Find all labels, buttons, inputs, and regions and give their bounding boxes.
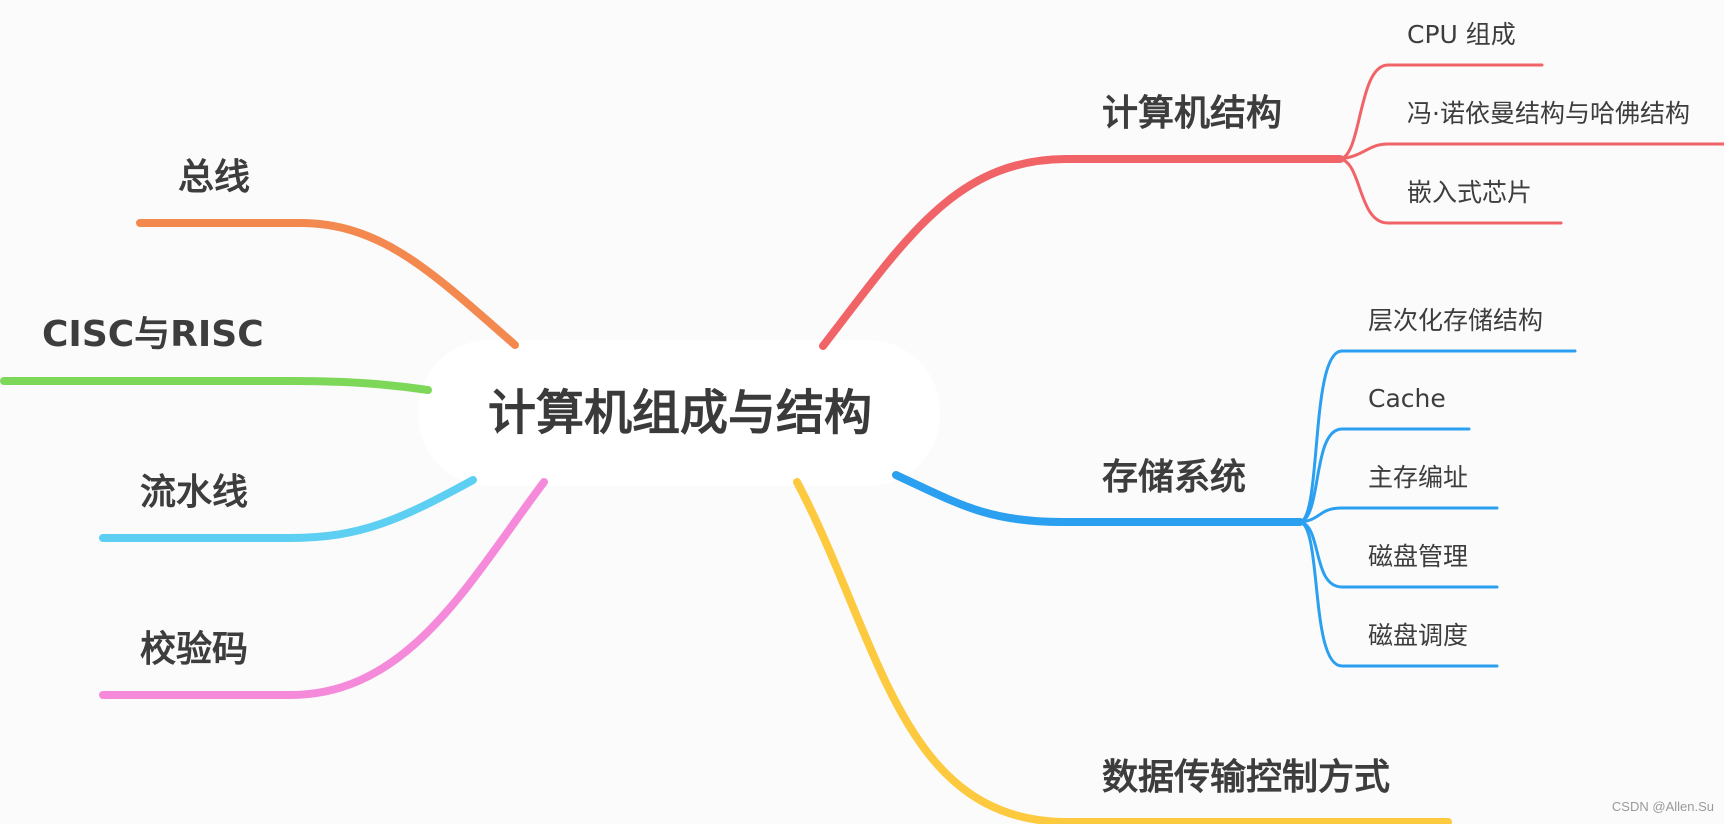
topic-bus[interactable]: 总线 xyxy=(178,157,251,198)
watermark: CSDN @Allen.Su xyxy=(1611,799,1714,814)
subtopic-embedded-chip[interactable]: 嵌入式芯片 xyxy=(1407,178,1533,207)
storage-child-line-3 xyxy=(1298,506,1499,524)
branch-storage-lines xyxy=(892,349,1577,668)
arch-child-line-3 xyxy=(1338,157,1563,225)
topic-arch[interactable]: 计算机结构 xyxy=(1102,93,1283,134)
arch-main-line xyxy=(819,155,1344,350)
storage-child-line-2 xyxy=(1298,427,1471,524)
topic-checksum[interactable]: 校验码 xyxy=(140,629,249,670)
storage-child-line-5 xyxy=(1298,520,1499,668)
storage-child-line-4 xyxy=(1298,520,1499,589)
root-bubble[interactable] xyxy=(418,340,940,486)
subtopic-cache[interactable]: Cache xyxy=(1368,384,1446,413)
topic-transfer[interactable]: 数据传输控制方式 xyxy=(1102,757,1391,798)
checksum-main-line xyxy=(99,478,548,699)
branch-arch-lines xyxy=(819,63,1724,350)
root-topic[interactable]: 计算机组成与结构 xyxy=(488,385,873,441)
subtopic-hierarchical-storage[interactable]: 层次化存储结构 xyxy=(1368,306,1544,335)
topic-pipeline[interactable]: 流水线 xyxy=(140,472,249,513)
subtopic-von-neumann-harvard[interactable]: 冯·诺依曼结构与哈佛结构 xyxy=(1407,99,1690,128)
bus-main-line xyxy=(136,219,519,349)
pipeline-main-line xyxy=(99,476,477,542)
storage-child-line-1 xyxy=(1298,349,1577,524)
topic-storage[interactable]: 存储系统 xyxy=(1102,457,1247,498)
subtopic-disk-scheduling[interactable]: 磁盘调度 xyxy=(1368,621,1469,650)
subtopic-cpu[interactable]: CPU 组成 xyxy=(1407,20,1516,49)
transfer-main-line xyxy=(793,478,1452,824)
subtopic-disk-management[interactable]: 磁盘管理 xyxy=(1368,542,1469,571)
storage-main-line xyxy=(892,471,1304,526)
arch-child-line-2 xyxy=(1338,142,1724,161)
arch-child-line-1 xyxy=(1338,63,1544,161)
cisc-main-line xyxy=(0,377,432,394)
topic-cisc-risc[interactable]: CISC与RISC xyxy=(42,314,264,355)
subtopic-main-memory-addressing[interactable]: 主存编址 xyxy=(1368,463,1469,492)
